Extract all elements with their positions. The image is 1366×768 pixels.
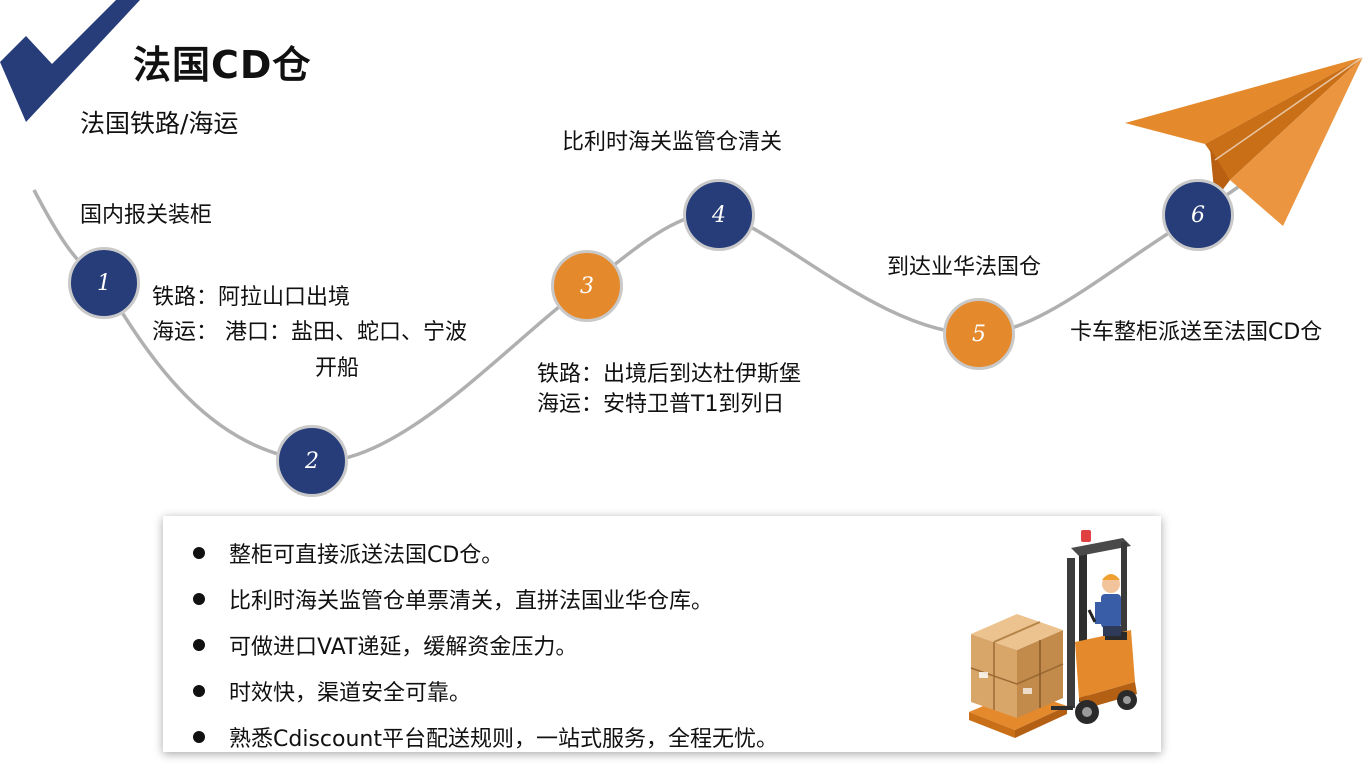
step-node-4: 4	[683, 179, 755, 251]
step-number: 3	[580, 273, 594, 299]
bullet-icon	[193, 731, 205, 743]
paper-plane-icon	[1125, 56, 1364, 226]
list-item: 整柜可直接派送法国CD仓。	[193, 530, 778, 576]
benefit-text: 比利时海关监管仓单票清关，直拼法国业华仓库。	[229, 589, 714, 614]
label-rail-exit: 铁路：阿拉山口出境	[152, 285, 351, 310]
bullet-icon	[193, 639, 205, 651]
label-rail-arrive: 铁路：出境后到达杜伊斯堡	[537, 362, 802, 387]
label-sea-sail: 开船	[315, 356, 360, 381]
step-number: 2	[305, 448, 319, 474]
benefit-text: 整柜可直接派送法国CD仓。	[229, 543, 504, 568]
step-number: 4	[712, 202, 726, 228]
step-node-5: 5	[943, 298, 1015, 370]
step-node-6: 6	[1162, 179, 1234, 251]
label-customs-loading: 国内报关装柜	[80, 203, 213, 228]
label-sea-ports: 海运： 港口：盐田、蛇口、宁波	[152, 320, 467, 345]
bullet-icon	[193, 685, 205, 697]
page-title: 法国CD仓	[133, 43, 312, 87]
step-node-2: 2	[276, 425, 348, 497]
label-truck-delivery: 卡车整柜派送至法国CD仓	[1070, 320, 1323, 345]
page-subtitle: 法国铁路/海运	[80, 109, 239, 138]
list-item: 可做进口VAT递延，缓解资金压力。	[193, 622, 778, 668]
bullet-icon	[193, 547, 205, 559]
benefit-text: 可做进口VAT递延，缓解资金压力。	[229, 635, 578, 660]
step-number: 5	[972, 321, 986, 347]
bullet-icon	[193, 593, 205, 605]
step-number: 1	[97, 270, 111, 296]
list-item: 熟悉Cdiscount平台配送规则，一站式服务，全程无忧。	[193, 714, 778, 760]
label-arrive-warehouse: 到达业华法国仓	[887, 255, 1042, 280]
label-belgium-clearance: 比利时海关监管仓清关	[562, 130, 783, 155]
benefits-list: 整柜可直接派送法国CD仓。 比利时海关监管仓单票清关，直拼法国业华仓库。 可做进…	[193, 530, 778, 760]
benefit-text: 熟悉Cdiscount平台配送规则，一站式服务，全程无忧。	[229, 727, 778, 752]
benefit-text: 时效快，渠道安全可靠。	[229, 681, 472, 706]
route-line	[32, 174, 1256, 463]
list-item: 比利时海关监管仓单票清关，直拼法国业华仓库。	[193, 576, 778, 622]
label-sea-arrive: 海运：安特卫普T1到列日	[537, 392, 785, 417]
checkmark-icon	[0, 0, 140, 122]
step-node-3: 3	[551, 250, 623, 322]
step-number: 6	[1191, 202, 1205, 228]
benefits-card: 整柜可直接派送法国CD仓。 比利时海关监管仓单票清关，直拼法国业华仓库。 可做进…	[163, 516, 1161, 752]
list-item: 时效快，渠道安全可靠。	[193, 668, 778, 714]
step-node-1: 1	[68, 247, 140, 319]
forklift-icon	[969, 530, 1137, 738]
